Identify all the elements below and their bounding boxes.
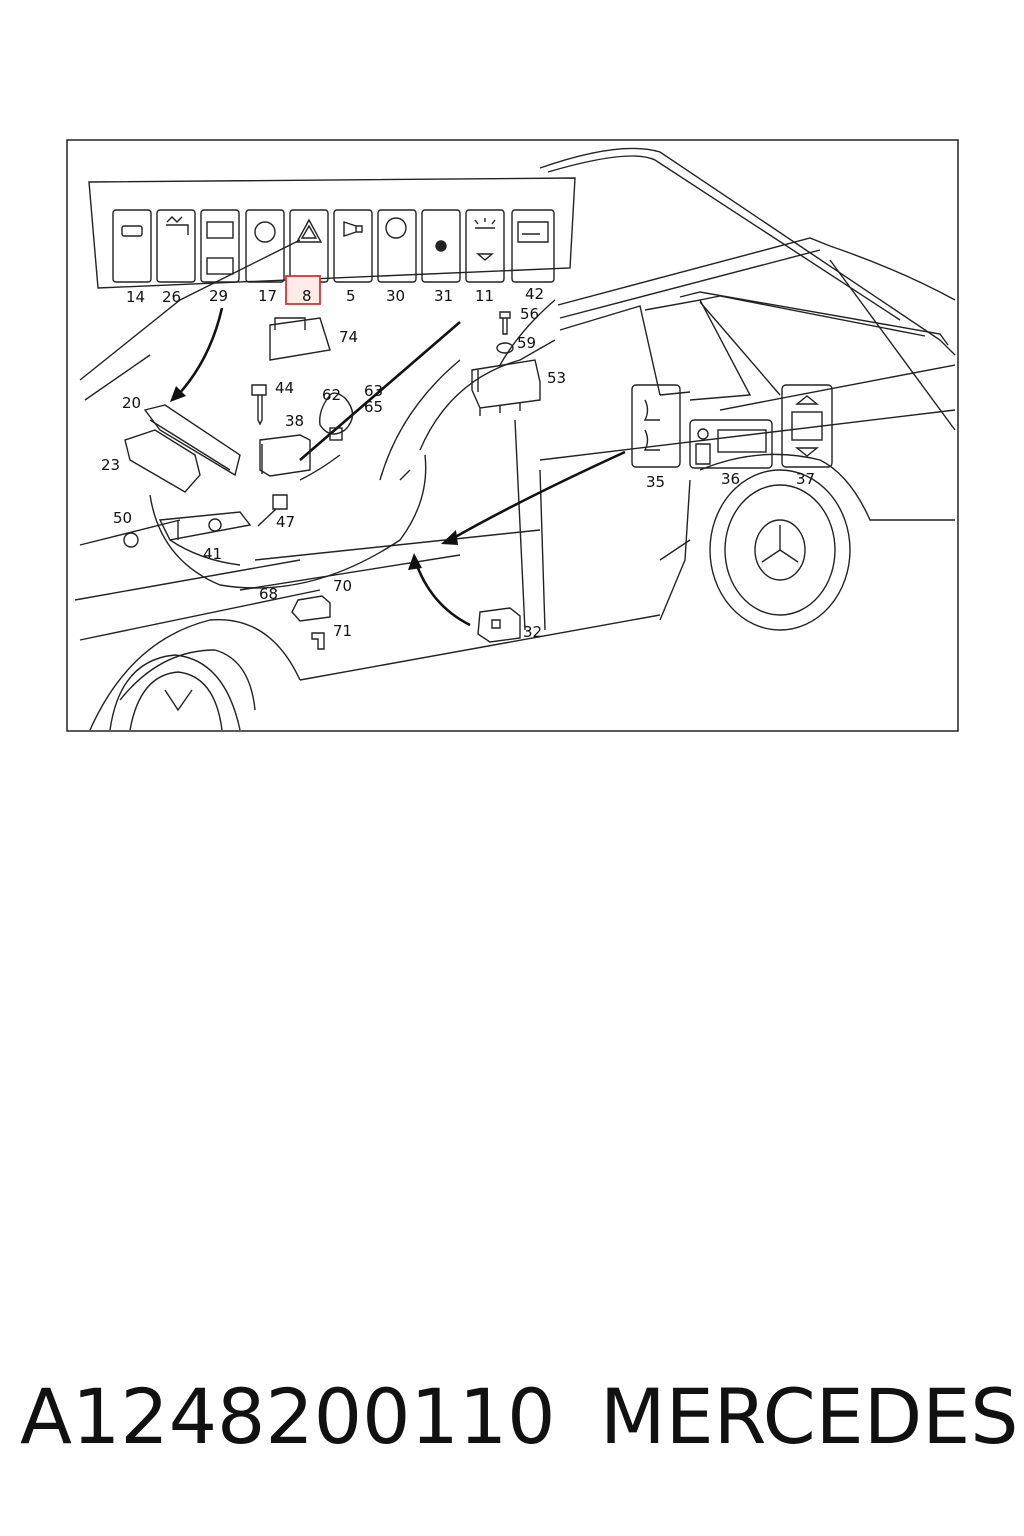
door-lock-icon	[517, 221, 549, 243]
callout-17: 17	[258, 287, 277, 305]
car-body-outline	[74, 147, 956, 731]
callout-74: 74	[339, 328, 358, 346]
arrow-heads	[170, 386, 458, 570]
callout-53: 53	[547, 369, 566, 387]
callout-59: 59	[517, 334, 536, 352]
switch-31	[421, 209, 461, 283]
callout-23: 23	[101, 456, 120, 474]
callout-63: 63	[364, 382, 383, 400]
callout-71: 71	[333, 622, 352, 640]
switch-42	[511, 209, 555, 283]
callout-31: 31	[434, 287, 453, 305]
footer: A1248200110 MERCEDES	[20, 1372, 1018, 1472]
callout-68: 68	[259, 585, 278, 603]
components	[123, 311, 541, 650]
interior-light-icon	[474, 218, 496, 261]
callout-32: 32	[523, 623, 542, 641]
callout-62: 62	[322, 386, 341, 404]
dot-icon	[435, 240, 447, 252]
arrows	[177, 307, 626, 627]
rear-wheel	[709, 469, 851, 631]
callout-65: 65	[364, 398, 383, 416]
switch-5	[333, 209, 373, 283]
brand-name: MERCEDES	[600, 1372, 1019, 1461]
highlight-box	[285, 275, 321, 305]
callout-47: 47	[276, 513, 295, 531]
callout-11: 11	[475, 287, 494, 305]
switch-30	[377, 209, 417, 283]
callout-30: 30	[386, 287, 405, 305]
fog-icon	[385, 217, 407, 239]
callout-70: 70	[333, 577, 352, 595]
parts-diagram: 14 26 29 17 8 5 30 31 11 42 56 59 53 74 …	[66, 139, 959, 732]
callout-41: 41	[203, 545, 222, 563]
callout-20: 20	[122, 394, 141, 412]
switch-29	[200, 209, 240, 283]
callout-36: 36	[721, 470, 740, 488]
switch-panel	[88, 177, 576, 289]
diagram-frame	[66, 139, 959, 732]
callout-44: 44	[275, 379, 294, 397]
callout-29: 29	[209, 287, 228, 305]
horn-icon	[343, 221, 363, 237]
callout-56: 56	[520, 305, 539, 323]
callout-5: 5	[346, 287, 356, 305]
callout-labels: 14 26 29 17 8 5 30 31 11 42 56 59 53 74 …	[101, 285, 815, 641]
callout-37: 37	[796, 470, 815, 488]
callout-8: 8	[302, 287, 312, 305]
part-number: A1248200110	[20, 1372, 556, 1461]
door-switches	[631, 384, 833, 469]
switch-14	[112, 209, 152, 283]
callout-50: 50	[113, 509, 132, 527]
switch-26	[156, 209, 196, 283]
front-wheel	[109, 654, 241, 731]
hazard-icon	[295, 218, 323, 243]
switch-11	[465, 209, 505, 283]
callout-38: 38	[285, 412, 304, 430]
callout-26: 26	[162, 288, 181, 306]
switch-17	[245, 209, 285, 283]
callout-42: 42	[525, 285, 544, 303]
callout-14: 14	[126, 288, 145, 306]
callout-35: 35	[646, 473, 665, 491]
